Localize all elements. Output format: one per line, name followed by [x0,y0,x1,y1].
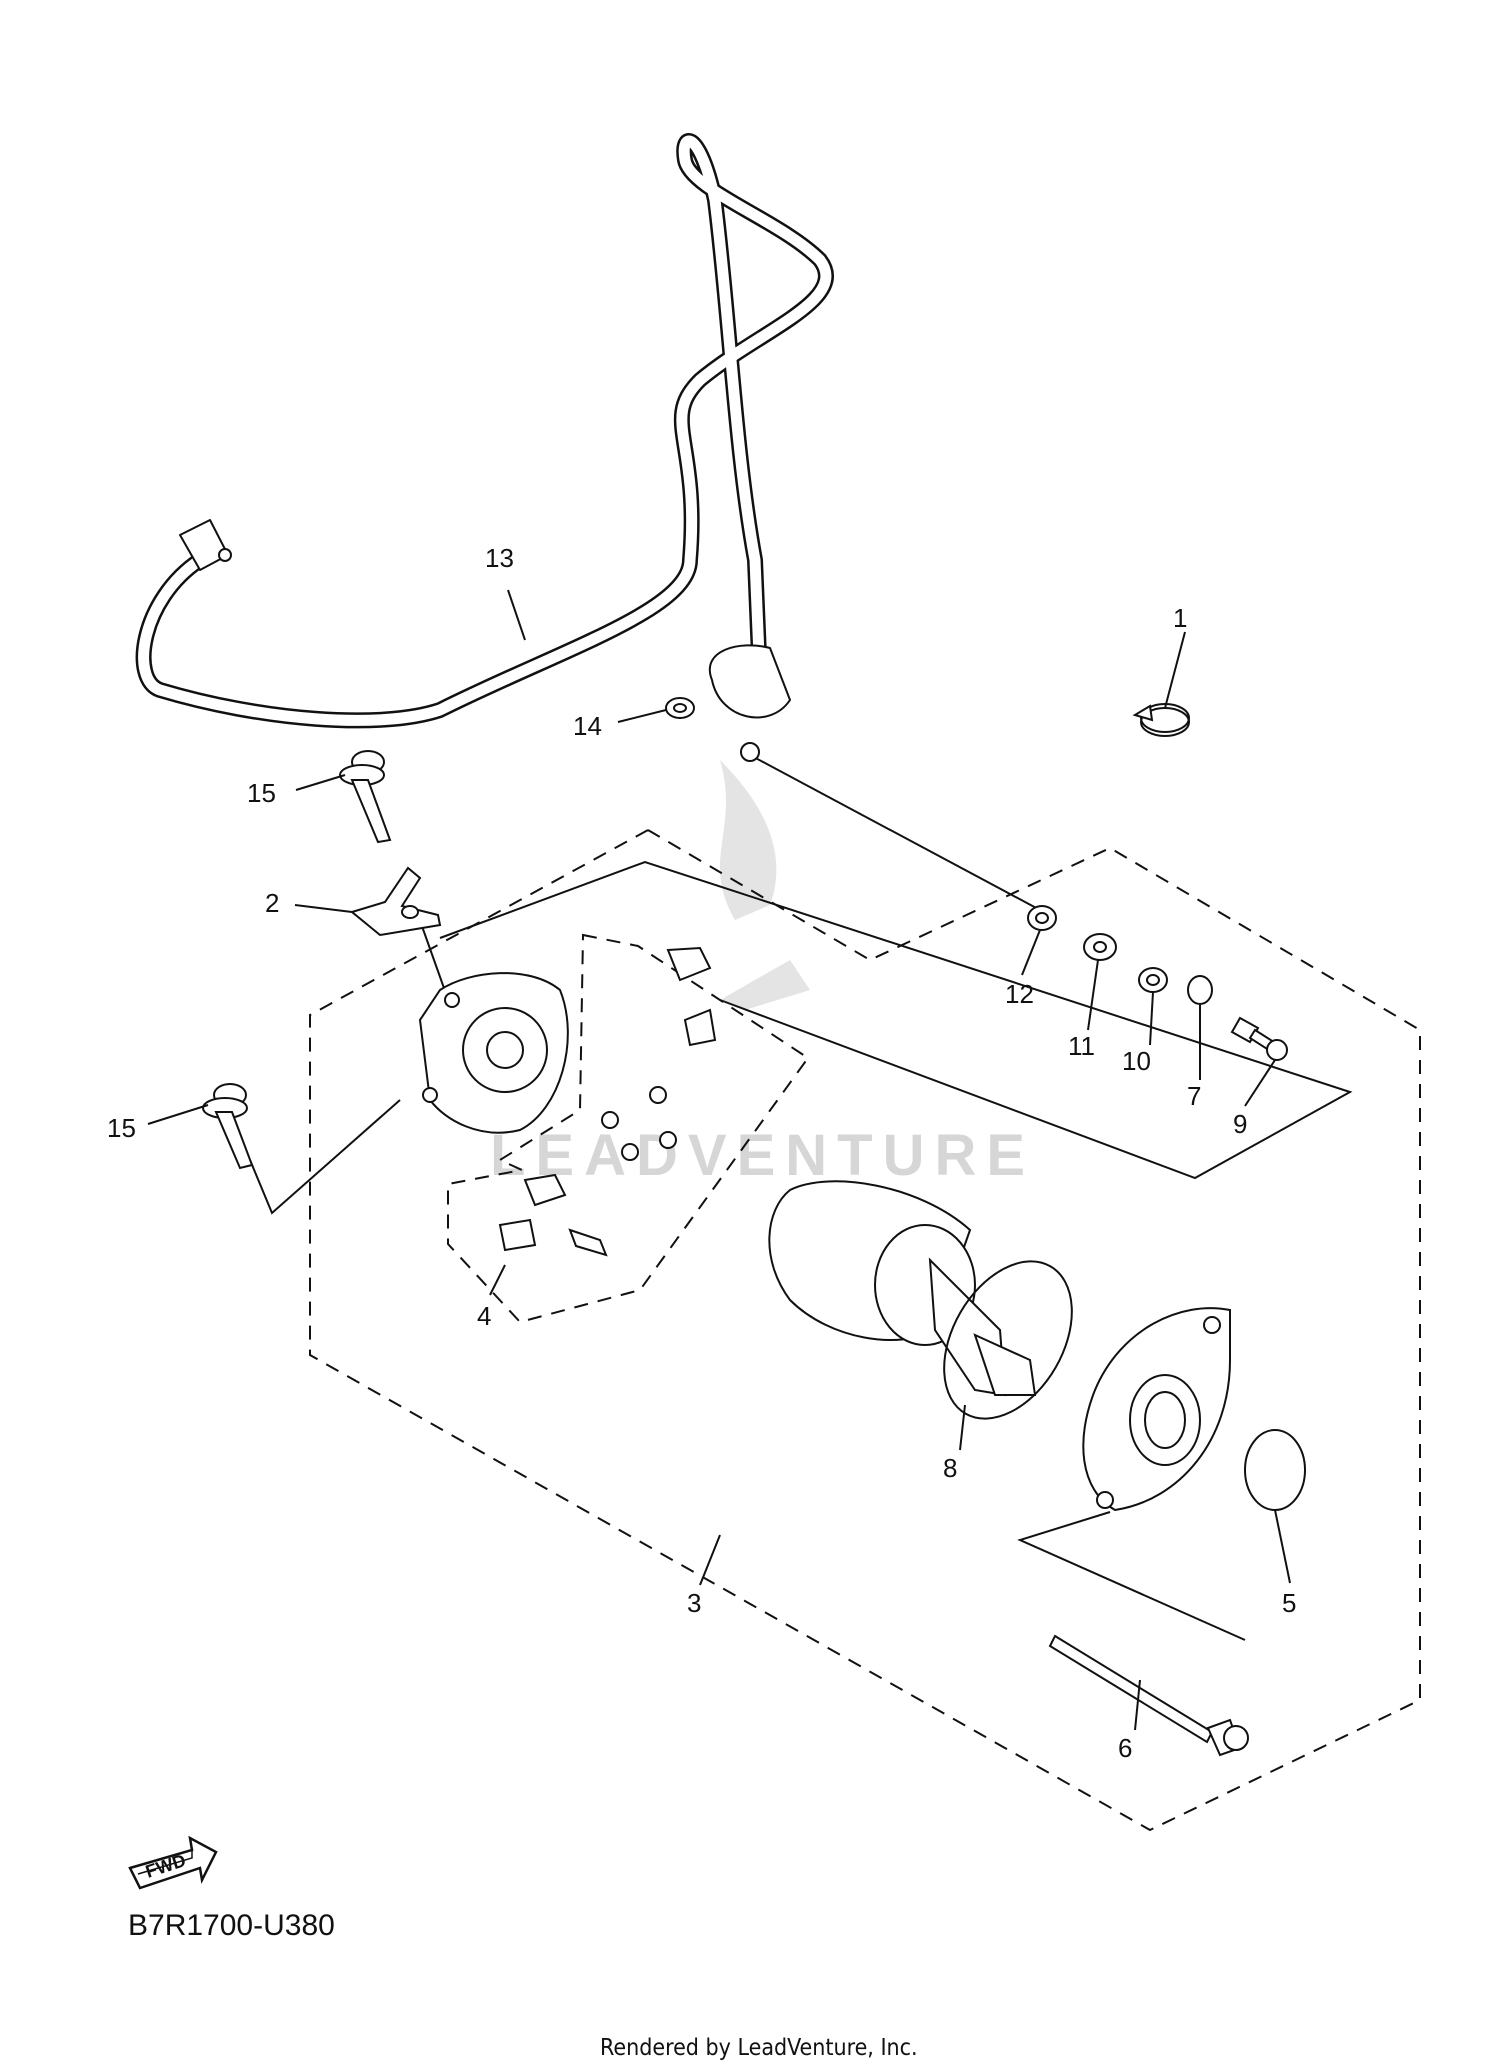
callout-6: 6 [1118,1733,1132,1763]
callout-1: 1 [1173,603,1187,633]
diagram-code: B7R1700-U380 [128,1909,335,1942]
bolt-15-connector [249,1099,401,1215]
long-bolt-6 [1048,1634,1249,1757]
assembly-4-outline [447,933,810,1324]
callout-4: 4 [477,1301,491,1331]
callout-labels: 1 2 3 4 5 6 7 8 9 10 11 12 13 14 15 15 [107,543,1296,1763]
watermark-text: LEADVENTURE [490,1123,1035,1188]
rear-cover [418,972,569,1134]
washer-14 [665,697,695,719]
callout-5: 5 [1282,1588,1296,1618]
callout-leaders [147,589,1291,1731]
washer-10 [1138,967,1168,993]
footer-credit: Rendered by LeadVenture, Inc. [600,2035,918,2061]
callout-8: 8 [943,1453,957,1483]
callout-11: 11 [1068,1031,1095,1061]
callout-2: 2 [265,888,279,918]
callout-7: 7 [1187,1081,1201,1111]
callout-13: 13 [485,543,514,573]
terminal-axis-line [749,754,1041,911]
fwd-arrow-icon: FWD [128,1835,218,1890]
callout-12: 12 [1005,979,1034,1009]
starter-cable [135,133,834,762]
callout-15-top: 15 [247,778,276,808]
bracket-2 [349,866,442,937]
washer-12 [1027,905,1057,931]
bolt-15-bottom [202,1083,254,1170]
callout-9: 9 [1233,1109,1247,1139]
washer-11 [1083,933,1117,961]
watermark: LEADVENTURE [490,760,1035,1188]
callout-15-bottom: 15 [107,1113,136,1143]
armature [768,1180,1037,1397]
hose-clamp [1132,703,1190,737]
o-ring-5 [1244,1429,1306,1511]
brush-set-4 [498,946,717,1257]
callout-14: 14 [573,711,602,741]
bolt-15-top [339,750,392,844]
screw-9 [1230,1016,1288,1061]
callout-3: 3 [687,1588,701,1618]
o-ring-8 [943,1260,1073,1420]
callout-10: 10 [1122,1046,1151,1076]
bolt-6-connector [1017,1511,1246,1641]
motor-body-outline [439,860,1353,1180]
assembly-3-outline [309,829,1421,1832]
front-cover [1082,1307,1231,1512]
o-ring-7 [1187,975,1213,1005]
